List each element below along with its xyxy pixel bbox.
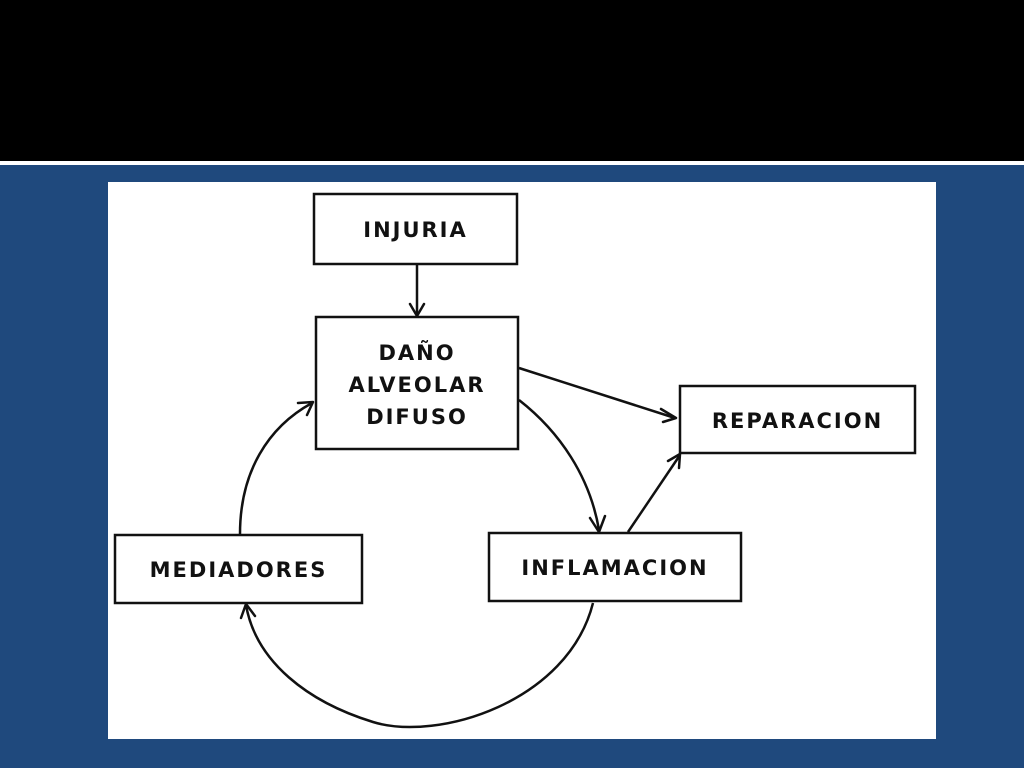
title-divider	[0, 161, 1024, 165]
node-inflamacion-box	[487, 531, 743, 603]
edge-dano-to-inflamacion	[518, 399, 601, 531]
edge-inflamacion-to-reparacion	[626, 454, 682, 533]
node-reparacion-label: REPARACION	[712, 409, 883, 433]
node-reparacion-box	[678, 384, 917, 455]
node-dano-label-line-2: ALVEOLAR	[349, 373, 486, 397]
node-dano-alveolar-difuso: DAÑO ALVEOLAR DIFUSO	[314, 315, 520, 451]
flow-diagram: INJURIA DAÑO ALVEOLAR DIFUSO REPARACION …	[113, 192, 917, 729]
node-dano-label-line-3: DIFUSO	[366, 405, 468, 429]
node-inflamacion: INFLAMACION	[487, 531, 743, 603]
arrowhead-dano-to-reparacion	[659, 407, 678, 424]
node-reparacion: REPARACION	[678, 384, 917, 455]
arrowhead-mediadores-to-dano	[296, 400, 315, 417]
node-mediadores-box	[113, 533, 364, 605]
node-dano-label-line-1: DAÑO	[378, 340, 455, 365]
node-injuria-box	[312, 192, 519, 266]
edge-dano-to-reparacion	[518, 366, 676, 420]
node-inflamacion-label: INFLAMACION	[521, 556, 708, 580]
node-injuria: INJURIA	[312, 192, 519, 266]
node-mediadores-label: MEDIADORES	[150, 558, 328, 582]
node-mediadores: MEDIADORES	[113, 533, 364, 605]
diagram-edges	[238, 265, 682, 729]
diagram-figure: INJURIA DAÑO ALVEOLAR DIFUSO REPARACION …	[108, 182, 936, 739]
slide-title-bar	[0, 0, 1024, 161]
edge-inflamacion-to-mediadores	[244, 602, 595, 729]
node-dano-box	[314, 315, 520, 451]
node-injuria-label: INJURIA	[363, 218, 468, 242]
edge-mediadores-to-dano	[238, 401, 313, 535]
